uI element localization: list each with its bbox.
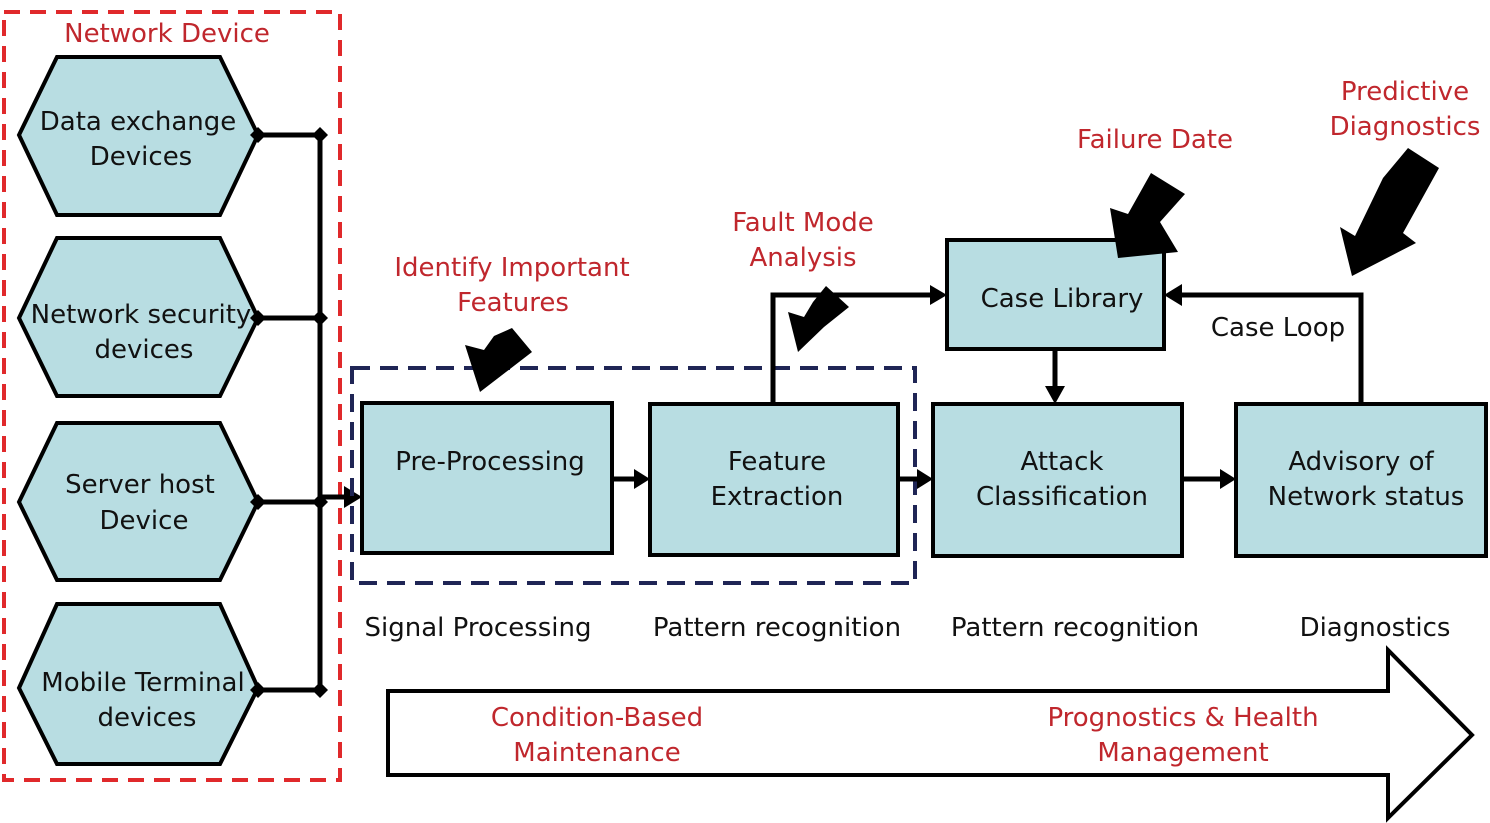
device-label-line2: devices bbox=[95, 335, 194, 365]
block-label-line2: Classification bbox=[976, 482, 1148, 512]
device-label-line2: Devices bbox=[90, 142, 192, 172]
device-label-line2: devices bbox=[98, 703, 197, 733]
callout-arrow-failure-date bbox=[1110, 173, 1185, 258]
stage-label-signal-processing: Signal Processing bbox=[365, 613, 592, 643]
block-advisory: Advisory of Network status bbox=[1234, 402, 1488, 558]
progress-left-line2: Maintenance bbox=[513, 738, 680, 768]
block-label: Pre-Processing bbox=[395, 447, 585, 477]
identify-features-line1: Identify Important bbox=[394, 253, 629, 283]
block-label-line1: Attack bbox=[1020, 447, 1103, 477]
block-feature-extraction: Feature Extraction bbox=[648, 402, 900, 557]
network-device-title: Network Device bbox=[64, 19, 270, 49]
block-label-line1: Feature bbox=[728, 447, 826, 477]
block-label: Case Library bbox=[981, 284, 1144, 314]
callout-arrow-identify bbox=[465, 328, 532, 392]
predictive-line2: Diagnostics bbox=[1330, 112, 1481, 142]
stage-label-pattern-recognition-1: Pattern recognition bbox=[653, 613, 901, 643]
failure-date-label: Failure Date bbox=[1077, 125, 1233, 155]
progress-left-line1: Condition-Based bbox=[491, 703, 703, 733]
fault-mode-line2: Analysis bbox=[749, 243, 856, 273]
fault-mode-line1: Fault Mode bbox=[732, 208, 874, 238]
device-label-line1: Mobile Terminal bbox=[41, 668, 244, 698]
block-label-line1: Advisory of bbox=[1288, 447, 1434, 477]
callout-arrow-predictive bbox=[1340, 148, 1439, 276]
device-data-exchange: Data exchange Devices bbox=[16, 55, 261, 217]
signal-processing-group bbox=[350, 366, 917, 585]
progress-right-line2: Management bbox=[1097, 738, 1268, 768]
flow-arrows bbox=[612, 284, 1364, 489]
device-network-security: Network security devices bbox=[16, 236, 261, 398]
progress-right-line1: Prognostics & Health bbox=[1047, 703, 1318, 733]
device-bus bbox=[250, 127, 362, 698]
device-server-host: Server host Device bbox=[16, 421, 261, 582]
predictive-line1: Predictive bbox=[1341, 77, 1469, 107]
device-label-line1: Server host bbox=[65, 470, 215, 500]
device-label-line1: Data exchange bbox=[40, 107, 237, 137]
case-loop-label: Case Loop bbox=[1211, 313, 1345, 343]
device-mobile-terminal: Mobile Terminal devices bbox=[16, 602, 261, 766]
block-preprocessing: Pre-Processing bbox=[360, 401, 614, 555]
block-label-line2: Extraction bbox=[711, 482, 844, 512]
identify-features-line2: Features bbox=[457, 288, 569, 318]
device-label-line1: Network security bbox=[31, 300, 252, 330]
progress-arrow bbox=[386, 645, 1475, 823]
stage-label-pattern-recognition-2: Pattern recognition bbox=[951, 613, 1199, 643]
block-label-line2: Network status bbox=[1268, 482, 1465, 512]
block-case-library: Case Library bbox=[945, 238, 1166, 351]
block-attack-classification: Attack Classification bbox=[931, 402, 1184, 558]
device-label-line2: Device bbox=[100, 506, 189, 536]
stage-label-diagnostics: Diagnostics bbox=[1300, 613, 1451, 643]
callout-arrow-fault-mode bbox=[788, 286, 849, 352]
network-device-group bbox=[2, 10, 342, 782]
